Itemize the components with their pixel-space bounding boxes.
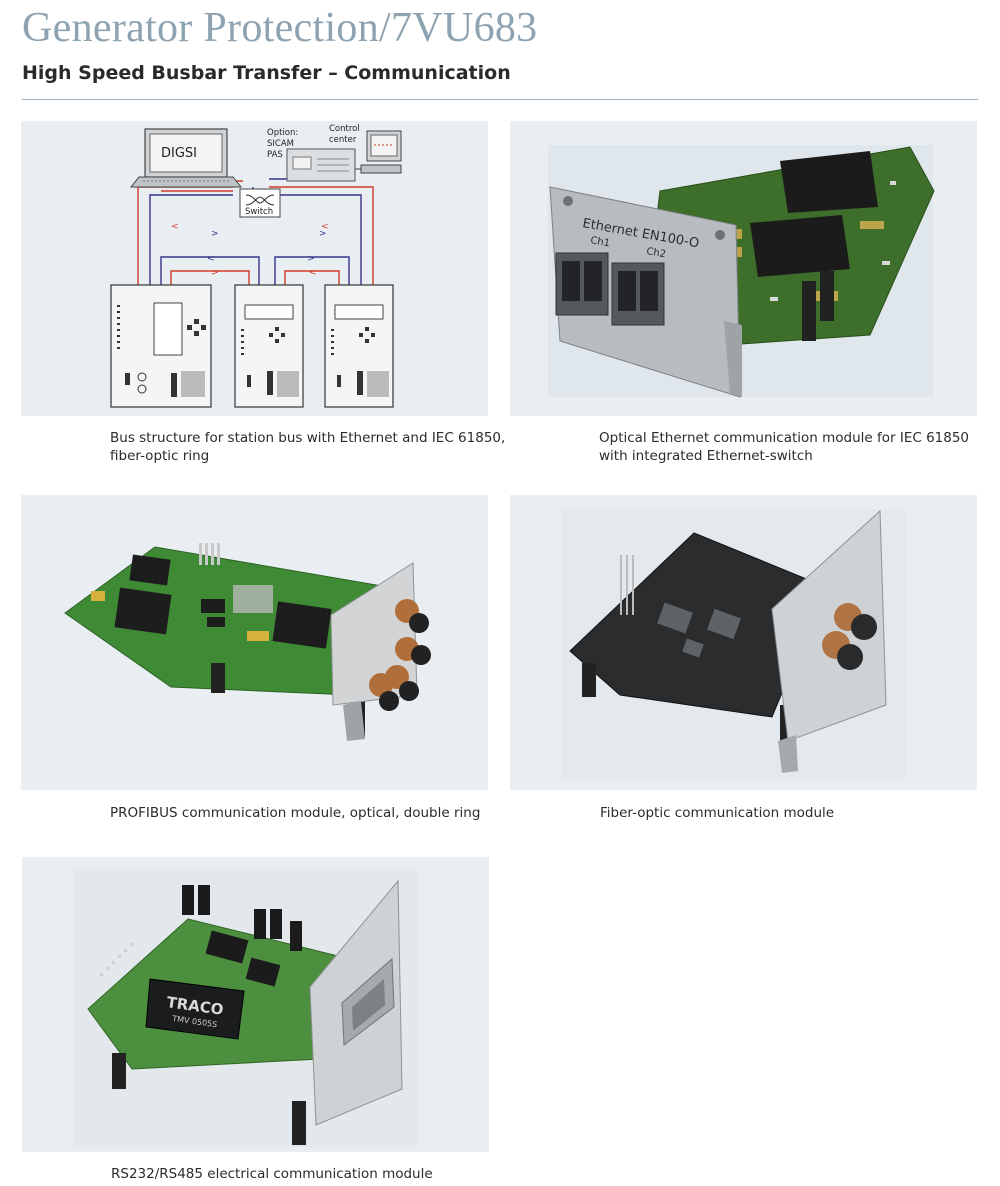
svg-text:Control center: Control center <box>329 124 362 145</box>
diagram-label-option-3: PAS <box>267 150 283 160</box>
caption-bus-structure: Bus structure for station bus with Ether… <box>110 430 506 464</box>
optical-connector-icon <box>822 603 877 670</box>
rs232-rs485-module-photo: TRACO TMV 0505S <box>74 869 418 1147</box>
protection-relay-large <box>110 284 212 408</box>
control-center-icon: Control center <box>329 124 402 174</box>
ring-arrow-icon: < <box>207 254 215 264</box>
fiber-port-ch1-icon <box>555 252 609 316</box>
figure-rs232-rs485-module: TRACO TMV 0505S <box>22 857 489 1152</box>
ring-line-outer-right-red <box>269 186 374 285</box>
ring-line-outer-left-red <box>137 186 233 285</box>
ring-line-outer-left-blue <box>149 194 233 285</box>
traco-converter-icon: TRACO TMV 0505S <box>145 978 245 1040</box>
ring-line-inner-red-right <box>284 270 340 285</box>
serial-connector-icon <box>341 957 395 1046</box>
diagram-label-option-1: Option: <box>267 128 298 138</box>
caption-profibus-module: PROFIBUS communication module, optical, … <box>110 805 481 821</box>
ring-arrow-icon: > <box>211 268 219 278</box>
fiber-optic-module-photo <box>562 509 906 779</box>
figure-optical-ethernet-module: Ethernet EN100-O Ch1 Ch2 <box>510 121 977 416</box>
module-label-ch2: Ch2 <box>645 246 666 260</box>
protection-relay-right <box>324 284 394 408</box>
diagram-label-digsi: DIGSI <box>161 146 197 161</box>
laptop-icon: DIGSI <box>129 128 243 188</box>
ring-arrow-icon: > <box>307 254 315 264</box>
ring-line-outer-right-blue <box>269 194 362 285</box>
svg-text:Option: SICAM: Option: SICAM PAS <box>267 128 301 160</box>
header-divider <box>22 99 978 100</box>
module-label-ch1: Ch1 <box>589 235 610 249</box>
ring-arrow-icon: > <box>211 229 219 239</box>
profibus-module-photo <box>64 543 431 741</box>
section-subtitle: High Speed Busbar Transfer – Communicati… <box>22 62 511 84</box>
sicam-rack-icon: Option: SICAM PAS <box>267 128 356 182</box>
optical-ethernet-module-photo: Ethernet EN100-O Ch1 Ch2 <box>548 145 935 398</box>
protection-relay-middle <box>234 284 304 408</box>
caption-optical-ethernet-module: Optical Ethernet communication module fo… <box>599 430 970 464</box>
optical-connector-icon <box>369 599 431 711</box>
diagram-label-control-2: center <box>329 135 357 145</box>
fiber-port-ch2-icon <box>611 262 665 326</box>
ring-line-inner-blue-left <box>160 256 260 285</box>
figure-fiber-optic-module <box>510 495 977 790</box>
diagram-label-option-2: SICAM <box>267 139 294 149</box>
diagram-label-switch: Switch <box>245 207 273 217</box>
ring-line-inner-blue-right <box>274 256 350 285</box>
ring-arrow-icon: < <box>171 222 179 232</box>
caption-rs232-rs485-module: RS232/RS485 electrical communication mod… <box>111 1166 433 1182</box>
diagram-label-control-1: Control <box>329 124 360 134</box>
bus-structure-diagram: < < > < > > < > DIGSI Switch <box>110 124 402 408</box>
ring-arrow-icon: > <box>319 229 327 239</box>
caption-fiber-optic-module: Fiber-optic communication module <box>600 805 835 821</box>
page-title: Generator Protection/7VU683 <box>22 5 538 51</box>
ring-line-inner-red-left <box>170 270 250 285</box>
ring-arrow-icon: < <box>321 222 329 232</box>
ring-arrow-icon: < <box>309 268 317 278</box>
network-switch-icon: Switch <box>239 188 281 218</box>
figure-bus-structure: < < > < > > < > DIGSI Switch <box>21 121 488 416</box>
figure-profibus-module <box>21 495 488 790</box>
